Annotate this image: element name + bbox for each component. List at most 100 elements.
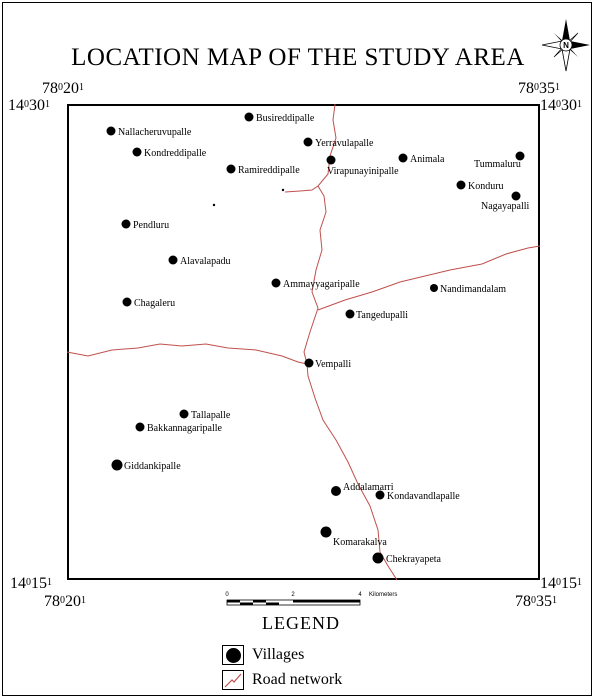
village-ramireddipalle: Ramireddipalle [226,164,300,176]
village-label: Busireddipalle [256,113,315,124]
village-komarakalva: Komarakalva [320,526,387,548]
village-label: Nallacheruvupalle [118,127,192,138]
road-west [66,343,308,365]
village-tummaluru: Tummaluru [474,151,525,170]
village-nallacheruvupalle: Nallacheruvupalle [106,126,192,138]
village-bakkannagaripalle: Bakkannagaripalle [135,422,223,434]
coord-bottom-right-lat: 140151 [540,575,582,592]
village-chagaleru: Chagaleru [122,297,175,309]
coord-bottom-right-lon: 780351 [515,593,557,610]
village-dot-icon [122,297,132,307]
village-nandimandalam: Nandimandalam [430,284,506,295]
scale-tick-2: 2 [291,592,295,598]
village-label: Yerravulapalle [315,138,374,149]
village-label: Pendluru [133,220,169,231]
village-chekrayapeta: Chekrayapeta [372,552,442,565]
village-tallapalle: Tallapalle [179,409,231,421]
village-label: Tummaluru [474,159,521,170]
village-nagayapalli: Nagayapalli [481,191,530,212]
coord-top-left-lat: 140301 [8,97,50,114]
village-dot-icon [398,153,408,163]
minor-marker [212,203,216,207]
village-label: Komarakalva [333,537,387,548]
road-west-spur [284,185,319,193]
village-alavalapadu: Alavalapadu [168,255,231,267]
village-dot-icon [511,191,521,201]
village-label: Chekrayapeta [386,554,442,565]
legend-item-road-network: Road network [222,670,342,690]
village-dot-icon [106,126,116,136]
coord-top-right-lon: 780351 [518,80,560,97]
scale-unit: Kilometers [369,592,397,598]
village-label: Tallapalle [191,410,231,421]
road-line-icon [222,670,244,690]
legend-title: LEGEND [262,613,340,633]
village-giddankipalle: Giddankipalle [111,459,181,472]
village-label: Konduru [468,181,504,192]
village-konduru: Konduru [456,180,504,192]
village-dot-icon [320,526,332,538]
village-addalamarri: Addalamarri [331,482,394,496]
minor-marker [281,188,285,192]
village-dot-icon [430,284,438,292]
coord-bottom-left-lat: 140151 [10,575,52,592]
coord-top-right-lat: 140301 [540,97,582,114]
village-virapunayinipalle: Virapunayinipalle [326,155,399,177]
road-north [303,103,337,365]
village-dot-icon [456,180,466,190]
village-label: Nagayapalli [481,201,530,212]
compass-rose-icon: N [541,19,590,72]
village-dot-icon [345,309,355,319]
coord-top-left-lon: 780201 [42,80,84,97]
village-yerravulapalle: Yerravulapalle [303,137,374,149]
village-dot-icon [326,155,336,165]
village-dot-icon [135,422,145,432]
village-pendluru: Pendluru [121,219,169,231]
village-label: Ramireddipalle [238,165,300,176]
village-busireddipalle: Busireddipalle [244,112,315,124]
coord-bottom-left-lon: 780201 [44,593,86,610]
village-label: Nandimandalam [440,284,506,295]
legend-label-road-network: Road network [252,671,343,688]
village-dot-icon [331,486,341,496]
village-label: Giddankipalle [124,461,181,472]
village-label: Tangedupalli [356,310,408,321]
village-tangedupalli: Tangedupalli [345,309,408,321]
north-label: N [563,41,569,50]
village-dot-icon [244,112,254,122]
village-dot-icon [303,137,313,147]
village-label: Alavalapadu [180,256,231,267]
village-dot-icon [168,255,178,265]
legend-item-villages: Villages [222,645,304,665]
legend-label-villages: Villages [252,646,305,663]
village-dot-icon [226,164,236,174]
village-label: Chagaleru [134,298,175,309]
village-label: Vempalli [315,359,351,370]
village-label: Animala [410,154,445,165]
village-dot-icon [515,151,525,161]
village-label: Kondavandlapalle [387,491,460,502]
village-layer: Busireddipalle Nallacheruvupalle Yerravu… [106,112,530,565]
village-vempalli: Vempalli [304,358,351,370]
village-dot-icon [121,219,131,229]
scale-tick-4: 4 [358,592,362,598]
village-animala: Animala [398,153,445,165]
map-title: LOCATION MAP OF THE STUDY AREA [71,44,525,71]
village-dot-icon [271,278,281,288]
village-label: Bakkannagaripalle [147,423,223,434]
village-dot-icon [132,147,142,157]
village-dot-icon [179,409,189,419]
village-label: Kondreddipalle [144,148,207,159]
road-network [66,103,541,581]
village-dot-icon [304,358,314,368]
village-kondreddipalle: Kondreddipalle [132,147,207,159]
village-ammayyagaripalle: Ammayyagaripalle [271,278,360,290]
map-area [67,104,540,580]
scale-tick-0: 0 [225,592,229,598]
road-east [317,245,541,311]
village-label: Ammayyagaripalle [283,279,360,290]
village-kondavandlapalle: Kondavandlapalle [375,490,460,502]
